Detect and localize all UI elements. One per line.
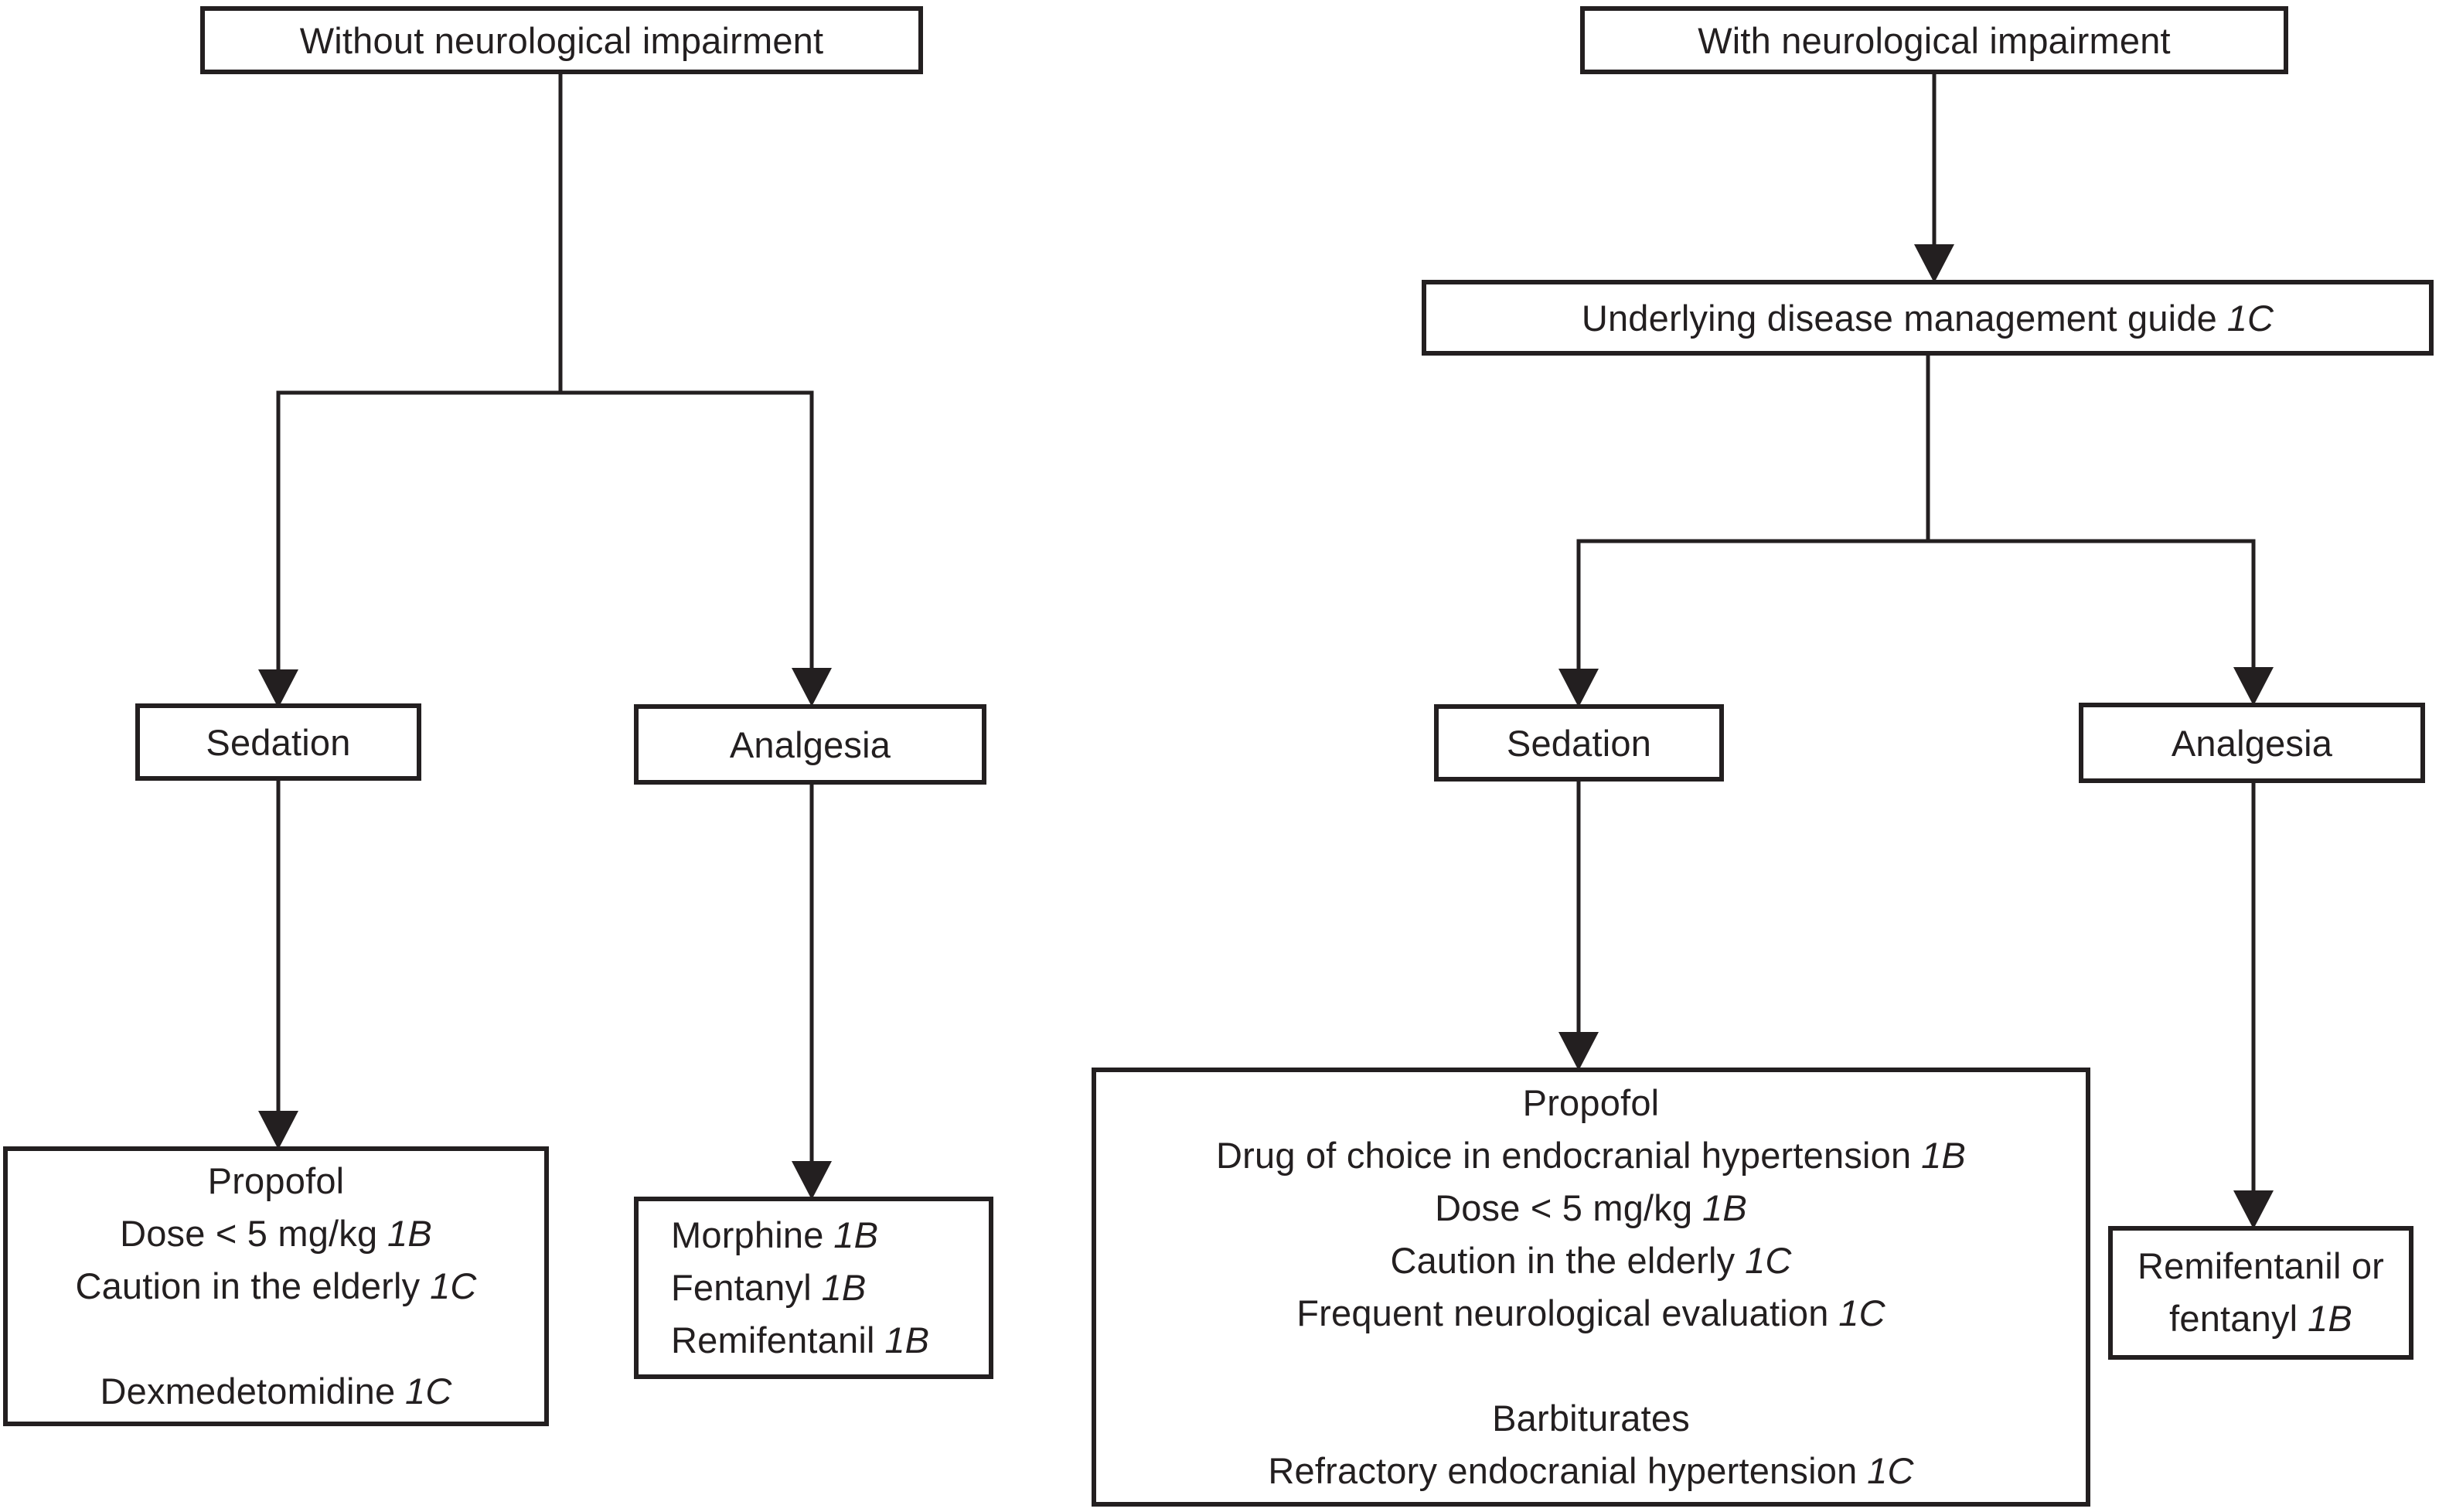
node-label: Sedation	[206, 721, 351, 763]
line-text: Caution in the elderly	[75, 1265, 421, 1306]
grade-label: 1B	[2308, 1298, 2352, 1339]
arrowhead-right-analgesia	[2233, 667, 2274, 706]
grade-label: 1C	[405, 1371, 452, 1412]
text-line: Drug of choice in endocranial hypertensi…	[1096, 1129, 2086, 1182]
grade-label: 1B	[884, 1320, 930, 1360]
line-text: Barbiturates	[1492, 1398, 1690, 1439]
node-sedation-left: Sedation	[135, 703, 421, 781]
node-sedation-right: Sedation	[1434, 704, 1724, 782]
arrowhead-left-sedation-result	[258, 1111, 298, 1149]
grade-label: 1C	[1838, 1292, 1885, 1333]
grade-label: 1C	[430, 1265, 477, 1306]
grade-label: 1C	[1867, 1450, 1914, 1491]
line-text: Drug of choice in endocranial hypertensi…	[1216, 1135, 1912, 1176]
node-label: Underlying disease management guide	[1581, 297, 2217, 339]
grade-label: 1B	[1921, 1135, 1966, 1176]
line-text: Propofol	[1522, 1082, 1660, 1123]
node-label: Without neurological impairment	[299, 19, 824, 61]
line-text: Dose < 5 mg/kg	[1435, 1187, 1693, 1228]
arrowhead-right-sedation	[1558, 669, 1599, 707]
grade-label: 1B	[387, 1213, 432, 1254]
text-line: Remifentanil or	[2113, 1240, 2409, 1292]
node-analgesia-left: Analgesia	[634, 704, 986, 785]
line-text: Propofol	[207, 1160, 345, 1201]
node-analgesia-right: Analgesia	[2079, 703, 2425, 783]
arrowhead-right-analgesia-result	[2233, 1190, 2274, 1229]
grade-label: 1B	[833, 1214, 879, 1255]
node-with-neurological-impairment: With neurological impairment	[1580, 6, 2288, 74]
node-label: Analgesia	[2171, 722, 2333, 764]
grade-label: 1C	[2226, 297, 2274, 339]
grade-label: 1B	[1702, 1187, 1747, 1228]
line-text: Morphine	[671, 1214, 824, 1255]
arrowhead-right-guide	[1914, 244, 1954, 283]
line-text: Dexmedetomidine	[100, 1371, 396, 1412]
line-text: Caution in the elderly	[1390, 1240, 1736, 1281]
arrowhead-left-analgesia	[792, 668, 832, 707]
text-line	[8, 1313, 544, 1365]
text-line: Barbiturates	[1096, 1392, 2086, 1445]
line-text: fentanyl	[2169, 1298, 2298, 1339]
arrowhead-left-analgesia-result	[792, 1161, 832, 1200]
node-without-neurological-impairment: Without neurological impairment	[200, 6, 923, 74]
text-line	[1096, 1340, 2086, 1392]
node-label: Sedation	[1506, 722, 1652, 764]
text-line: Propofol	[1096, 1077, 2086, 1129]
node-label: With neurological impairment	[1698, 19, 2171, 61]
line-text: Remifentanil	[671, 1320, 875, 1360]
arrowhead-left-sedation	[258, 669, 298, 708]
text-line: Propofol	[8, 1155, 544, 1207]
line-text: Dose < 5 mg/kg	[120, 1213, 378, 1254]
line-text: Fentanyl	[671, 1267, 812, 1308]
arrowhead-right-sedation-result	[1558, 1032, 1599, 1071]
line-text: Refractory endocranial hypertension	[1268, 1450, 1858, 1491]
line-text: Frequent neurological evaluation	[1296, 1292, 1829, 1333]
node-label: Analgesia	[729, 724, 891, 765]
grade-label: 1C	[1745, 1240, 1792, 1281]
grade-label: 1B	[821, 1267, 867, 1308]
node-sedation-drugs-right: Propofol Drug of choice in endocranial h…	[1092, 1068, 2090, 1507]
line-text: Remifentanil or	[2137, 1245, 2385, 1286]
